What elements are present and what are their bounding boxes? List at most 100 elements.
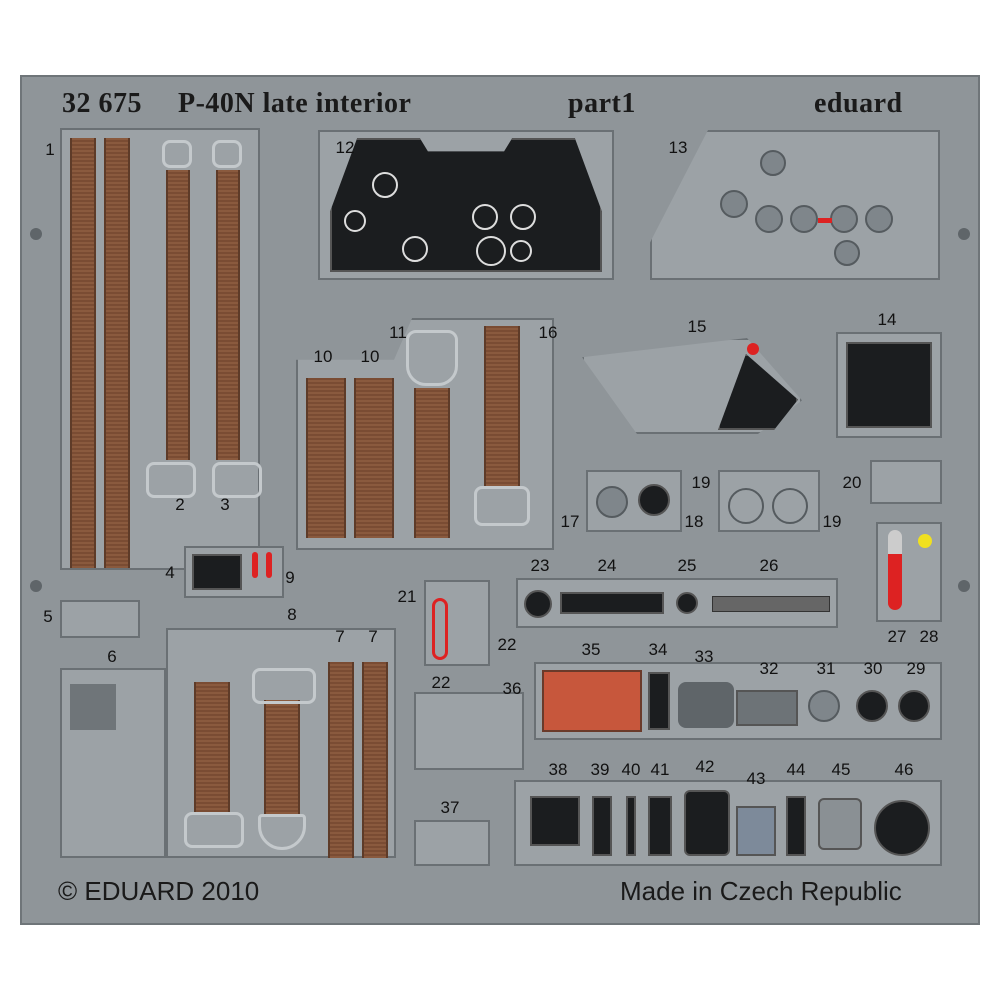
belt-buckle xyxy=(212,462,262,498)
part-number-label: 46 xyxy=(894,760,914,779)
red-handle xyxy=(888,530,902,610)
gauge xyxy=(638,484,670,516)
part-5 xyxy=(60,600,140,638)
console-panel xyxy=(70,684,116,730)
part-number-label: 17 xyxy=(560,512,580,531)
part-number-label: 32 xyxy=(759,659,779,678)
placard xyxy=(560,592,664,614)
fret-hole xyxy=(30,580,42,592)
part-number-label: 21 xyxy=(397,587,417,606)
part-number-label: 7 xyxy=(368,627,378,646)
part-number-label: 22 xyxy=(497,635,517,654)
belt-strap xyxy=(216,170,240,460)
red-handle xyxy=(432,598,448,660)
part-number-label: 23 xyxy=(530,556,550,575)
part-number-label: 40 xyxy=(621,760,641,779)
belt-strap xyxy=(166,170,190,460)
part-number-label: 5 xyxy=(43,607,53,626)
part-number-label: 15 xyxy=(687,317,707,336)
gauge xyxy=(856,690,888,722)
part-number-label: 41 xyxy=(650,760,670,779)
yellow-knob xyxy=(918,534,932,548)
gauge xyxy=(830,205,858,233)
gauge xyxy=(898,690,930,722)
part-number-label: 18 xyxy=(684,512,704,531)
knob xyxy=(524,590,552,618)
part-number-label: 22 xyxy=(431,673,451,692)
control-box xyxy=(684,790,730,856)
red-cushion xyxy=(542,670,642,732)
belt-strap xyxy=(362,662,388,858)
blue-panel xyxy=(736,806,776,856)
placard xyxy=(648,672,670,730)
gauge xyxy=(372,172,398,198)
belt-buckle xyxy=(406,330,458,386)
belt-strap xyxy=(104,138,130,568)
part-number-label: 37 xyxy=(440,798,460,817)
warning-light xyxy=(818,218,832,223)
gauge xyxy=(865,205,893,233)
switch-strip xyxy=(626,796,636,856)
belt-buckle xyxy=(146,462,196,498)
part-number-label: 33 xyxy=(694,647,714,666)
part-number-label: 45 xyxy=(831,760,851,779)
switch-panel xyxy=(530,796,580,846)
belt-buckle xyxy=(184,812,244,848)
instrument-panel-13 xyxy=(650,130,940,280)
part-number-label: 8 xyxy=(287,605,297,624)
belt-strap xyxy=(70,138,96,568)
switch-strip xyxy=(712,596,830,612)
part-number-label: 25 xyxy=(677,556,697,575)
part-number-label: 9 xyxy=(285,568,295,587)
part-number-label: 43 xyxy=(746,769,766,788)
part-number-label: 34 xyxy=(648,640,668,659)
lap-belt xyxy=(306,378,346,538)
part-number-label: 14 xyxy=(877,310,897,329)
fret-hole xyxy=(958,228,970,240)
part-number-label: 39 xyxy=(590,760,610,779)
belt-buckle xyxy=(474,486,530,526)
part-number-label: 3 xyxy=(220,495,230,514)
ring xyxy=(728,488,764,524)
part-number-label: 36 xyxy=(502,679,522,698)
part-number-label: 2 xyxy=(175,495,185,514)
gauge xyxy=(755,205,783,233)
belt-buckle xyxy=(252,668,316,704)
red-lever xyxy=(266,552,272,578)
red-light xyxy=(747,343,759,355)
gauge xyxy=(834,240,860,266)
part-number-label: 4 xyxy=(165,563,175,582)
belt-buckle xyxy=(162,140,192,168)
belt-buckle xyxy=(258,814,306,850)
gauge xyxy=(510,204,536,230)
fret-hole xyxy=(30,228,42,240)
part-number-label: 38 xyxy=(548,760,568,779)
gauge xyxy=(344,210,366,232)
gauge-box xyxy=(818,798,862,850)
shoulder-belt xyxy=(194,682,230,814)
part-21-22 xyxy=(424,580,490,666)
part-number-label: 7 xyxy=(335,627,345,646)
knob xyxy=(676,592,698,614)
belt-buckle xyxy=(212,140,242,168)
part-number-label: 26 xyxy=(759,556,779,575)
gauge xyxy=(402,236,428,262)
gauge xyxy=(472,204,498,230)
gauge xyxy=(790,205,818,233)
control-box-face xyxy=(846,342,932,428)
part-number-label: 28 xyxy=(919,627,939,646)
gauge xyxy=(510,240,532,262)
part-number-label: 29 xyxy=(906,659,926,678)
part-number-label: 30 xyxy=(863,659,883,678)
part-number-label: 16 xyxy=(538,323,558,342)
set-title: P-40N late interior xyxy=(178,88,412,119)
part-indicator: part1 xyxy=(568,88,636,119)
placard xyxy=(648,796,672,856)
belt-strap xyxy=(328,662,354,858)
part-number-label: 31 xyxy=(816,659,836,678)
gauge xyxy=(720,190,748,218)
part-37 xyxy=(414,820,490,866)
switch-strip xyxy=(786,796,806,856)
gauge xyxy=(808,690,840,722)
copyright-text: © EDUARD 2010 xyxy=(58,876,260,906)
